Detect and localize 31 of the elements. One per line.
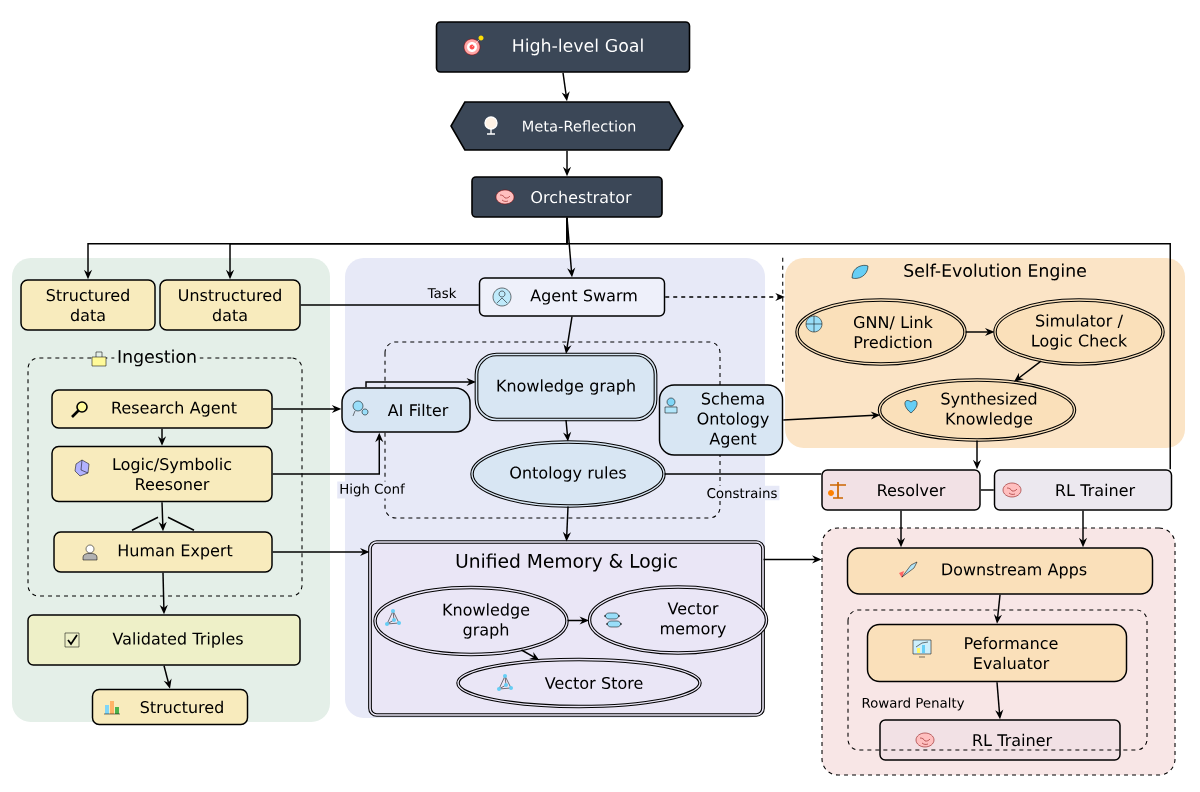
process-box: High-level Goal [435, 21, 691, 73]
ellipse-node: Knowledge graph [373, 585, 569, 657]
connector-line [566, 217, 1171, 470]
process-box: Structured [91, 688, 249, 726]
process-box: Agent Swarm [478, 277, 666, 317]
process-box: Structured data [20, 279, 156, 331]
process-box: Logic/Symbolic Reesoner [51, 445, 273, 503]
ellipse-node: Vector Store [456, 657, 702, 709]
connector-line [663, 473, 822, 475]
process-box: RL Trainer [993, 469, 1173, 511]
rounded-box: Knowledge graph [474, 352, 658, 422]
process-box: Peformance Evaluator [866, 623, 1128, 683]
ellipse-node: GNN/ Link Prediction [795, 298, 967, 366]
ellipse-node: Vector memory [587, 585, 769, 655]
hexagon-box: Meta-Reflection [450, 101, 684, 151]
ellipse-node: Synthesized Knowledge [877, 378, 1077, 442]
rounded-box: Schema Ontology Agent [658, 384, 784, 456]
arrow [1014, 360, 1042, 382]
connector-line [980, 489, 995, 491]
process-box: Human Expert [53, 531, 273, 573]
process-box: Unstructured data [159, 279, 301, 331]
process-box: Validated Triples [27, 614, 301, 666]
process-box: Orchestrator [471, 176, 663, 218]
process-box: RL Trainer [879, 719, 1121, 761]
ellipse-node: Ontology rules [470, 440, 666, 508]
process-box: Resolver [821, 469, 981, 511]
rounded-box: AI Filter [341, 387, 471, 433]
process-box: Downstream Apps [846, 547, 1154, 595]
process-box: Research Agent [51, 389, 273, 429]
connector-line [300, 304, 480, 306]
ellipse-node: Simulator / Logic Check [993, 298, 1165, 366]
